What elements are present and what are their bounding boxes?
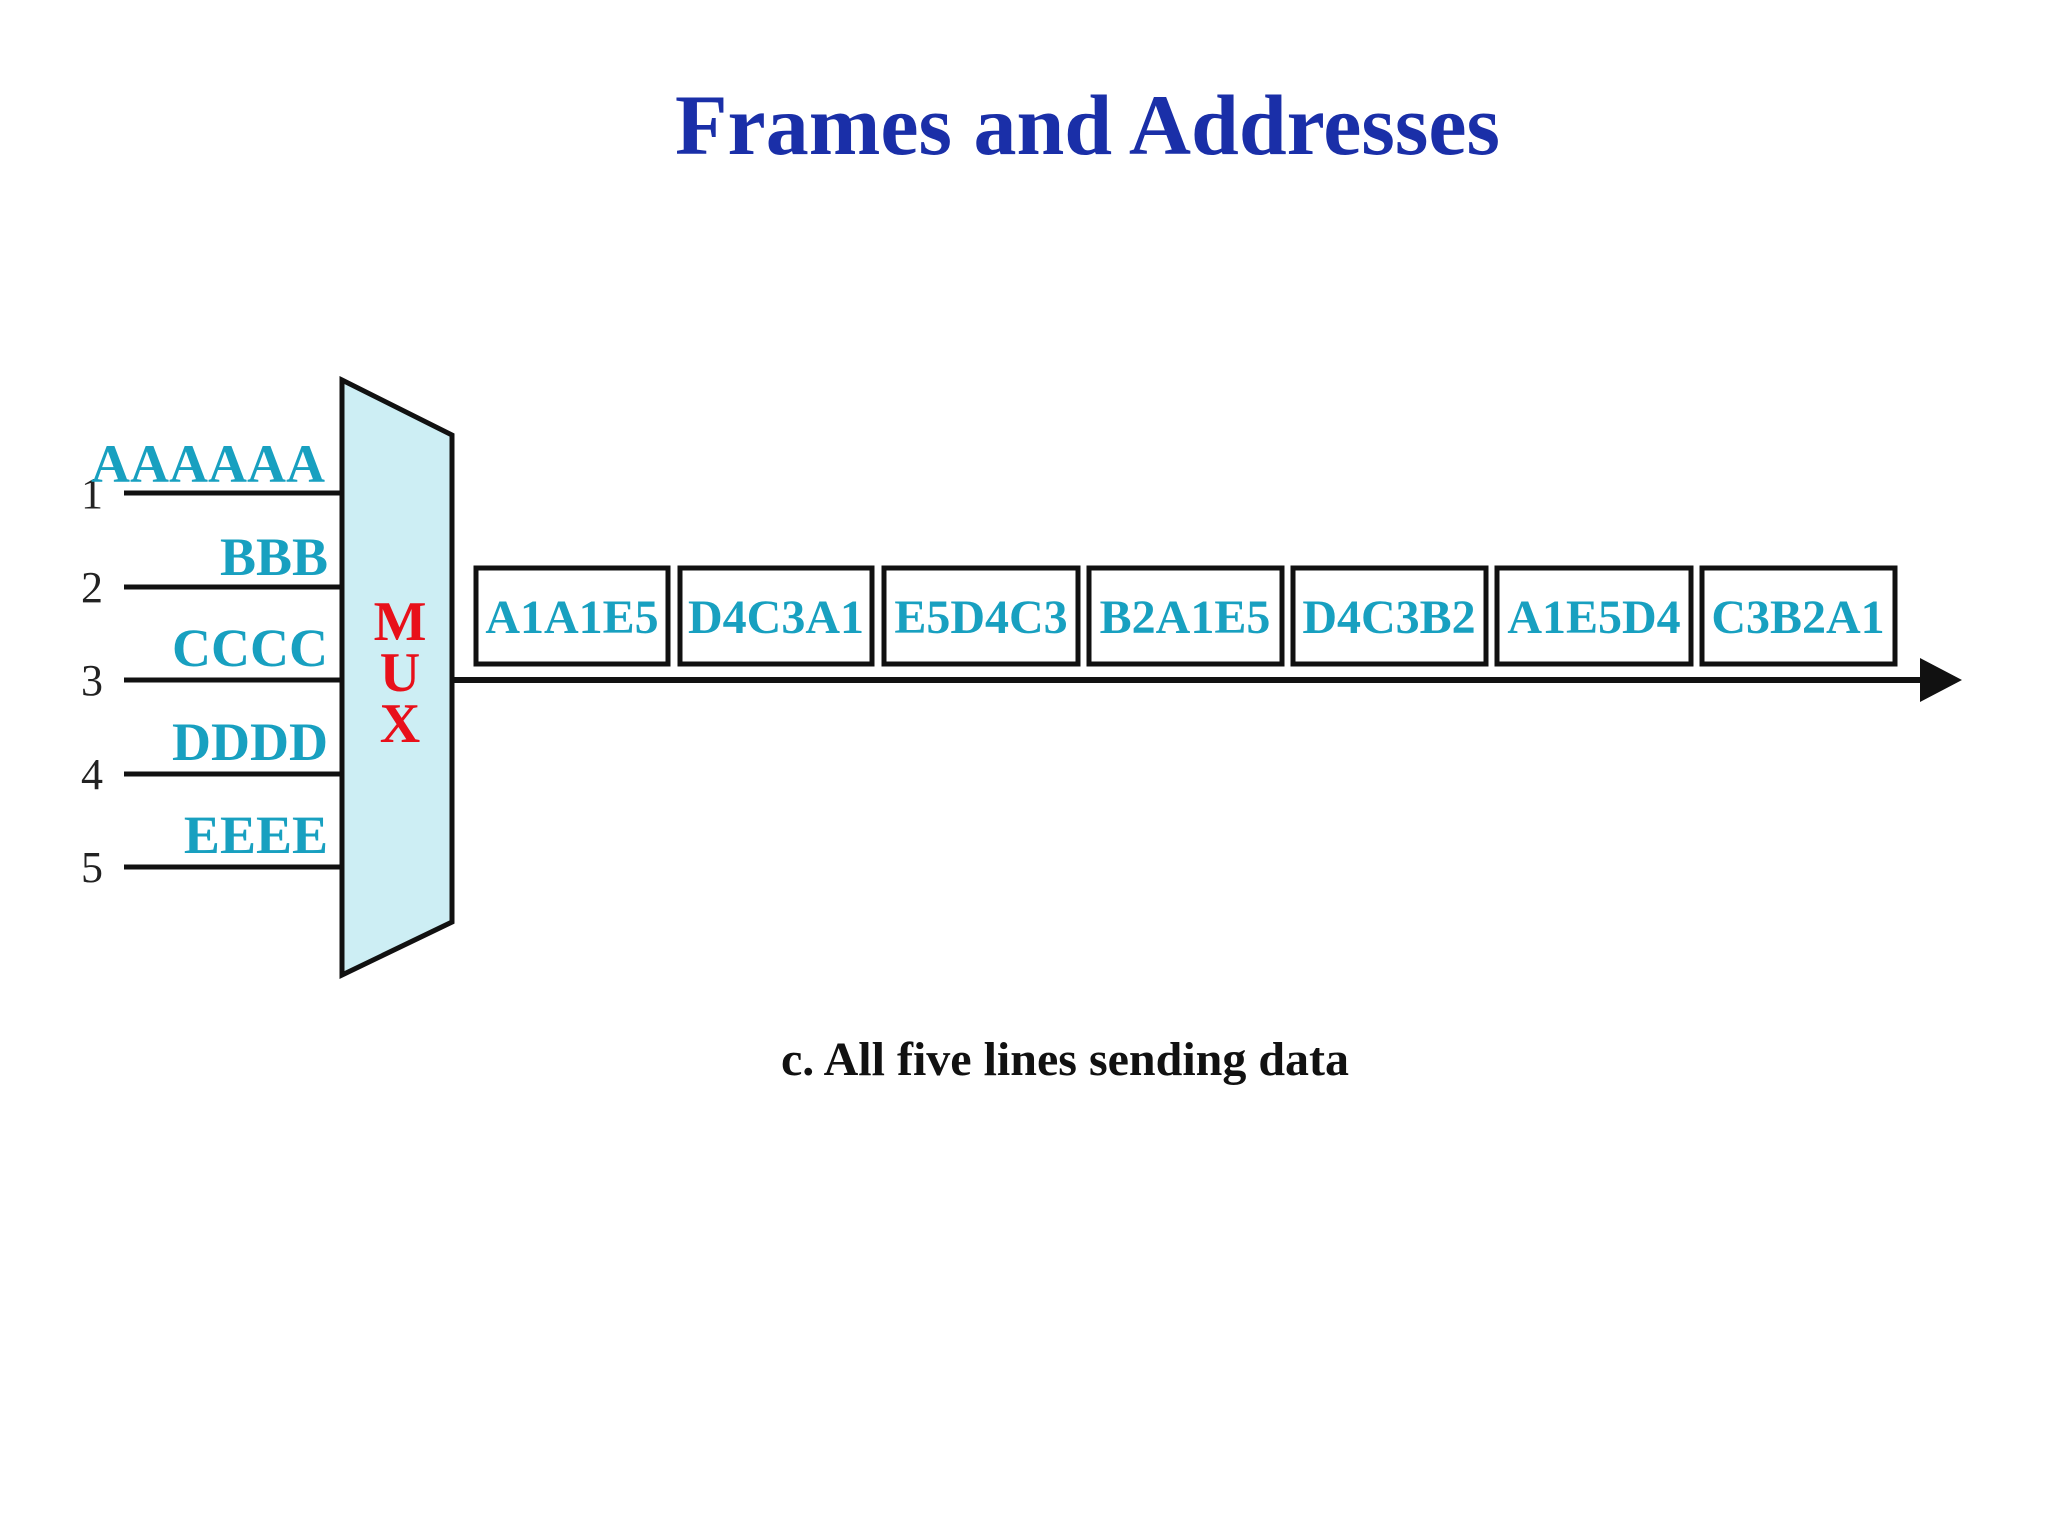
line-data-label: BBB <box>220 527 328 587</box>
frame: A1E5D4 <box>1494 565 1694 667</box>
frame: D4C3B2 <box>1290 565 1489 667</box>
line-number: 5 <box>81 843 103 892</box>
line-data-label: CCCC <box>172 618 328 678</box>
frame: D4C3A1 <box>677 565 875 667</box>
frame-label: A1A1E5 <box>485 591 658 644</box>
frame-label: A1E5D4 <box>1507 591 1680 644</box>
frame-label: D4C3B2 <box>1302 591 1475 644</box>
input-line-1: 1 AAAAAA <box>81 434 342 518</box>
arrow-head-icon <box>1920 658 1962 702</box>
input-lines: 1 AAAAAA 2 BBB 3 CCCC 4 DDDD 5 EEEE <box>81 434 342 892</box>
page-title: Frames and Addresses <box>674 77 1501 173</box>
line-number: 2 <box>81 563 103 612</box>
input-line-3: 3 CCCC <box>81 618 342 705</box>
line-number: 3 <box>81 656 103 705</box>
line-data-label: AAAAAA <box>91 434 325 494</box>
input-line-2: 2 BBB <box>81 527 342 612</box>
frame-label: B2A1E5 <box>1100 591 1271 644</box>
frame: A1A1E5 <box>473 565 671 667</box>
mux-block: M U X <box>339 375 455 979</box>
frame: B2A1E5 <box>1086 565 1285 667</box>
frame-sequence: A1A1E5 D4C3A1 E5D4C3 B2A1E5 D4C3B2 A1E5D… <box>473 565 1898 667</box>
line-data-label: DDDD <box>172 712 328 772</box>
mux-shape <box>339 375 455 979</box>
frame-label: D4C3A1 <box>688 591 864 644</box>
line-data-label: EEEE <box>184 805 328 865</box>
input-line-4: 4 DDDD <box>81 712 342 799</box>
frame: C3B2A1 <box>1699 565 1898 667</box>
frame-label: C3B2A1 <box>1711 591 1884 644</box>
line-number: 1 <box>81 469 103 518</box>
mux-letter-u: U <box>380 642 420 704</box>
figure-caption: c. All five lines sending data <box>780 1033 1350 1086</box>
mux-letter-m: M <box>374 591 427 653</box>
frame: E5D4C3 <box>881 565 1081 667</box>
output-link <box>452 658 1962 702</box>
input-line-5: 5 EEEE <box>81 805 342 892</box>
frame-label: E5D4C3 <box>894 591 1067 644</box>
line-number: 4 <box>81 750 103 799</box>
mux-letter-x: X <box>380 693 420 755</box>
